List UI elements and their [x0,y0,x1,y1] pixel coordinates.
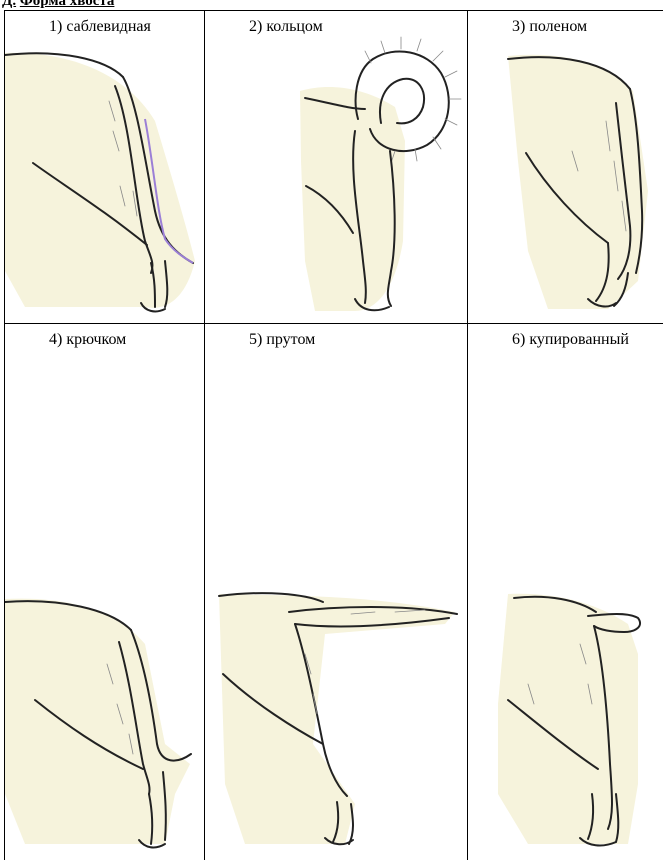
dog-hindquarter-saber-tail-figure [5,11,204,323]
table-cell-hook: 4) крючком [5,324,204,860]
section-heading: Д. Форма хвоста [2,0,114,10]
section-prefix: Д. [2,0,16,9]
dog-hindquarter-hook-tail-figure [5,324,204,860]
table-cell-log: 3) поленом [468,11,663,323]
section-title: Форма хвоста [20,0,115,9]
dog-hindquarter-docked-tail-figure [468,324,663,860]
tail-shapes-table: 1) саблевидная 2) кольцом [4,10,663,860]
table-cell-docked: 6) купированный [468,324,663,860]
dog-hindquarter-ring-tail-figure [205,11,467,323]
dog-hindquarter-log-tail-figure [468,11,663,323]
table-cell-saber: 1) саблевидная [5,11,204,323]
table-cell-ring: 2) кольцом [205,11,467,323]
dog-hindquarter-rod-tail-figure [205,324,467,860]
table-cell-rod: 5) прутом [205,324,467,860]
